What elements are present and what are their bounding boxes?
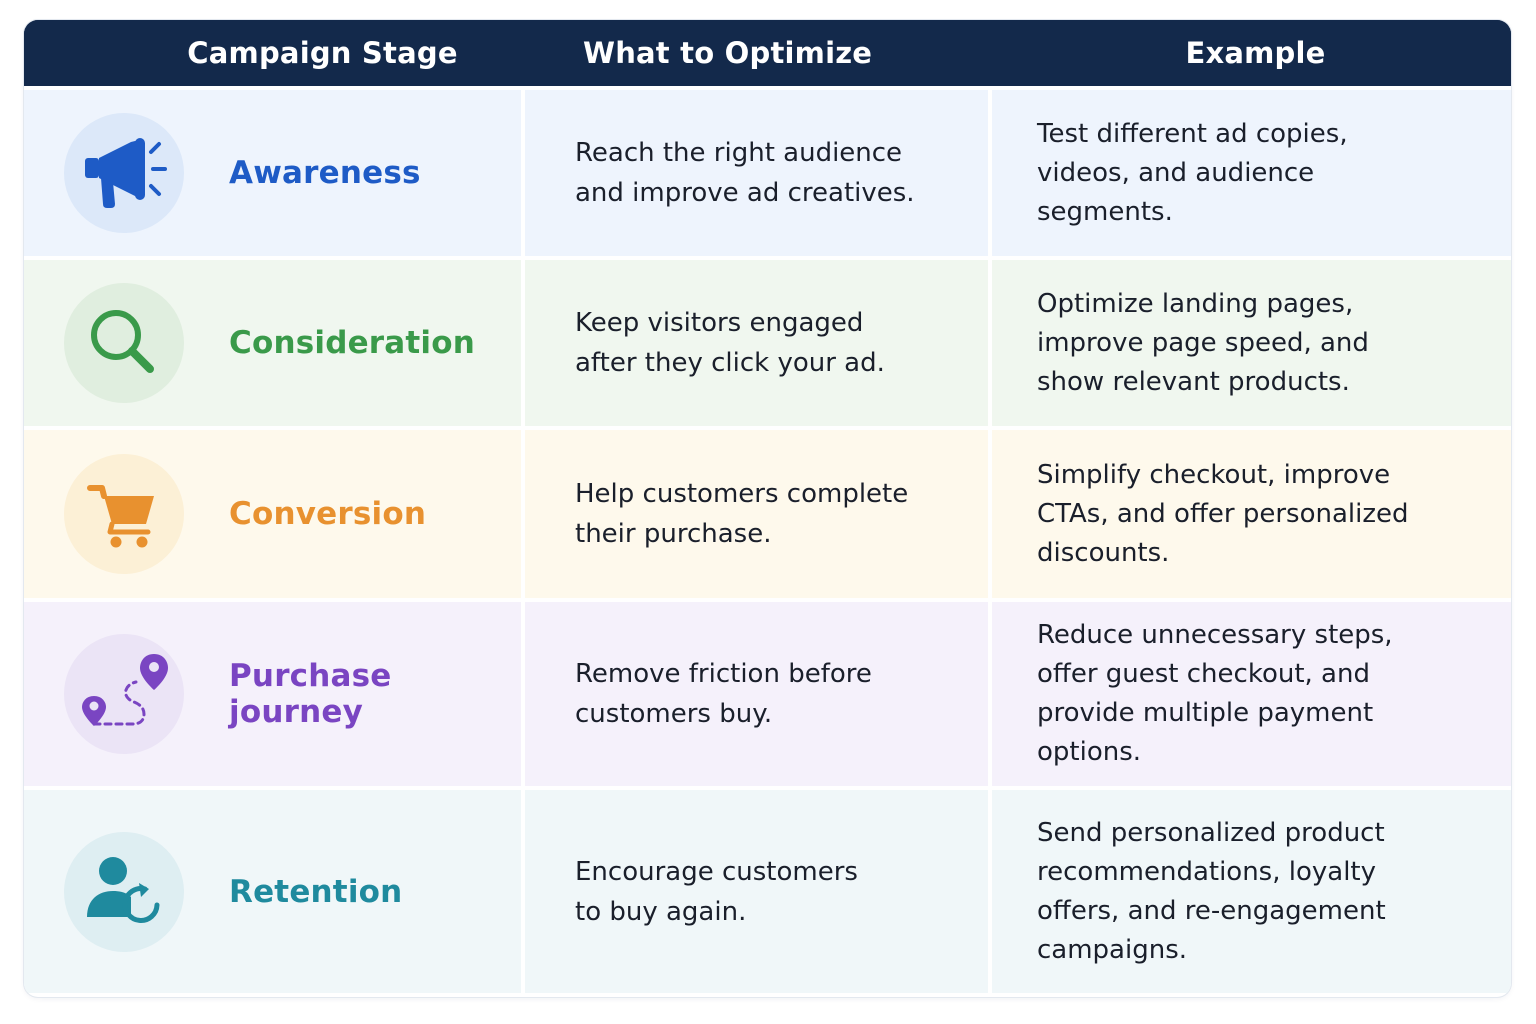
stage-cell: Awareness	[24, 90, 521, 256]
stage-label: Retention	[229, 873, 403, 910]
stage-label: Awareness	[229, 155, 421, 191]
table-body: Awareness Reach the right audience and i…	[24, 90, 1511, 993]
example-text: Test different ad copies, videos, and au…	[1037, 118, 1348, 227]
stage-cell: Consideration	[24, 260, 521, 426]
optimize-cell: Keep visitors engaged after they click y…	[525, 260, 988, 426]
example-cell: Test different ad copies, videos, and au…	[992, 90, 1511, 256]
stage-label: Purchase journey	[229, 658, 392, 730]
stage-cell: Purchase journey	[24, 602, 521, 786]
table-row: Retention Encourage customers to buy aga…	[24, 790, 1511, 993]
campaign-table: Campaign Stage What to Optimize Example	[24, 20, 1511, 997]
table-row: Conversion Help customers complete their…	[24, 430, 1511, 598]
example-cell: Simplify checkout, improve CTAs, and off…	[992, 430, 1511, 598]
megaphone-icon	[85, 138, 167, 208]
optimize-text: Keep visitors engaged after they click y…	[575, 308, 885, 378]
stage-label: Conversion	[229, 496, 427, 532]
stage-cell: Conversion	[24, 430, 521, 598]
optimize-cell: Remove friction before customers buy.	[525, 602, 988, 786]
icon-badge	[64, 634, 184, 754]
icon-badge	[64, 113, 184, 233]
shopping-cart-icon	[87, 485, 154, 548]
table-row: Purchase journey Remove friction before …	[24, 602, 1511, 786]
optimize-cell: Encourage customers to buy again.	[525, 790, 988, 993]
example-cell: Send personalized product recommendation…	[992, 790, 1511, 993]
example-text: Optimize landing pages, improve page spe…	[1037, 288, 1369, 397]
example-cell: Optimize landing pages, improve page spe…	[992, 260, 1511, 426]
header-what-to-optimize: What to Optimize	[525, 20, 988, 86]
optimize-cell: Reach the right audience and improve ad …	[525, 90, 988, 256]
example-text: Send personalized product recommendation…	[1037, 817, 1386, 965]
icon-badge	[64, 283, 184, 403]
user-refresh-icon	[87, 856, 160, 923]
optimize-text: Help customers complete their purchase.	[575, 479, 909, 549]
header-example: Example	[992, 20, 1511, 86]
example-text: Reduce unnecessary steps, offer guest ch…	[1037, 620, 1393, 767]
example-text: Simplify checkout, improve CTAs, and off…	[1037, 459, 1409, 568]
example-cell: Reduce unnecessary steps, offer guest ch…	[992, 602, 1511, 786]
stage-cell: Retention	[24, 790, 521, 993]
optimize-text: Reach the right audience and improve ad …	[575, 138, 915, 208]
optimize-text: Encourage customers to buy again.	[575, 856, 858, 927]
search-icon	[91, 310, 154, 373]
stage-label: Consideration	[229, 325, 476, 361]
icon-badge	[64, 454, 184, 574]
table-row: Consideration Keep visitors engaged afte…	[24, 260, 1511, 426]
header-campaign-stage: Campaign Stage	[24, 20, 521, 86]
optimize-cell: Help customers complete their purchase.	[525, 430, 988, 598]
map-route-icon	[82, 654, 168, 726]
icon-badge	[64, 831, 184, 952]
optimize-text: Remove friction before customers buy.	[575, 659, 872, 729]
table-header: Campaign Stage What to Optimize Example	[24, 20, 1511, 86]
table-row: Awareness Reach the right audience and i…	[24, 90, 1511, 256]
